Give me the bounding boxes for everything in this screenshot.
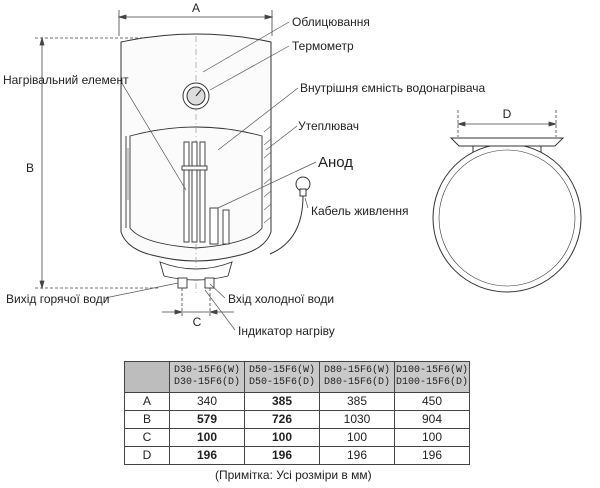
table-cell: 196 (319, 446, 395, 465)
table-cell: 385 (244, 392, 320, 411)
table-cell: 100 (244, 428, 320, 447)
table-header-cell: D30-15F6(W)D30-15F6(D) (169, 361, 245, 393)
table-row: D 196 196 196 196 (124, 446, 470, 465)
table-cell: 385 (319, 392, 395, 411)
label-inner-tank: Внутрішня ємність водонагрівача (300, 81, 486, 95)
insulation-hatch (263, 125, 272, 224)
thermometer-dial (182, 82, 210, 110)
label-anode: Анод (318, 154, 353, 171)
row-label: A (124, 392, 170, 411)
dimension-b-label: B (26, 161, 34, 175)
water-heater-diagram: A B (3, 1, 582, 338)
table-cell: 904 (394, 410, 470, 429)
dimension-a (117, 10, 274, 36)
table-cell: 450 (394, 392, 470, 411)
table-cell: 196 (244, 446, 320, 465)
table-cell: 196 (169, 446, 245, 465)
table-header-cell: D50-15F6(W)D50-15F6(D) (244, 361, 320, 393)
row-label: D (124, 446, 170, 465)
label-power-cable: Кабель живлення (311, 204, 409, 218)
label-heating-indicator: Індикатор нагріву (238, 324, 335, 338)
bottom-fittings (159, 261, 233, 289)
dimensions-note: (Примітка: Усі розміри в мм) (215, 468, 372, 482)
label-casing: Облицювання (292, 15, 370, 29)
dimension-c-label: C (193, 315, 202, 329)
table-cell: 100 (394, 428, 470, 447)
table-cell: 340 (169, 392, 245, 411)
label-insulation: Утеплювач (298, 119, 359, 133)
label-cold-water-inlet: Вхід холодної води (228, 292, 334, 306)
row-label: B (124, 410, 170, 429)
table-header-cell: D100-15F6(W)D100-15F6(D) (394, 361, 470, 393)
dimension-d-label: D (503, 107, 512, 121)
table-cell: 196 (394, 446, 470, 465)
dimension-c (162, 288, 234, 318)
table-corner-cell (124, 361, 170, 393)
dimension-d (456, 110, 558, 137)
table-cell: 579 (169, 410, 245, 429)
table-row: C 100 100 100 100 (124, 428, 470, 447)
label-thermometer: Термометр (292, 39, 354, 53)
leader-lines (104, 21, 317, 331)
dimension-a-label: A (192, 1, 200, 15)
table-header-cell: D80-15F6(W)D80-15F6(D) (319, 361, 395, 393)
inner-tank-shape (125, 126, 263, 249)
table-row: A 340 385 385 450 (124, 392, 470, 411)
power-cable-shape (269, 176, 311, 255)
table-cell: 726 (244, 410, 320, 429)
table-cell: 1030 (319, 410, 395, 429)
top-view (432, 137, 582, 293)
label-hot-water-outlet: Вихід горячої води (6, 292, 109, 306)
anode-shape (209, 207, 230, 245)
table-row: B 579 726 1030 904 (124, 410, 470, 429)
table-header-row: D30-15F6(W)D30-15F6(D) D50-15F6(W)D50-15… (124, 361, 470, 393)
dimension-b (35, 36, 160, 290)
dimensions-table: D30-15F6(W)D30-15F6(D) D50-15F6(W)D50-15… (124, 361, 470, 465)
heating-element-shape (181, 141, 208, 243)
label-heating-element: Нагрівальний елемент (3, 73, 129, 87)
table-cell: 100 (169, 428, 245, 447)
table-cell: 100 (319, 428, 395, 447)
row-label: C (124, 428, 170, 447)
